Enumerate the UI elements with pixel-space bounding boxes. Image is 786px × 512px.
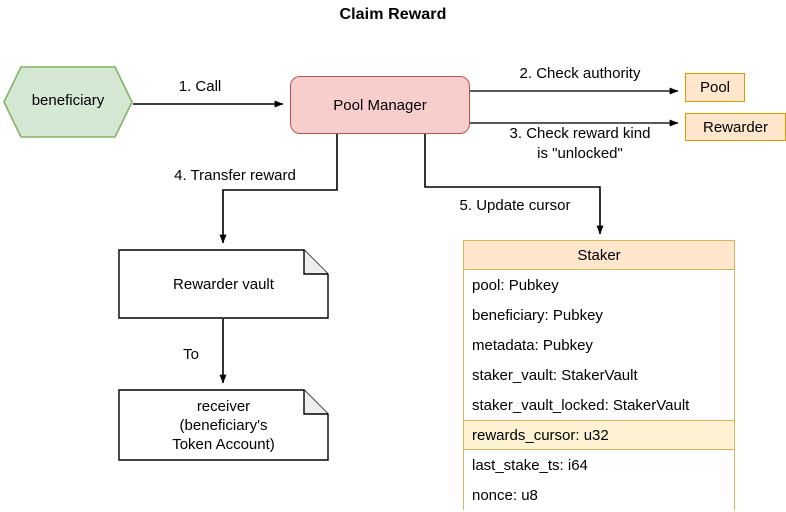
edge-label-transfer-reward: 4. Transfer reward — [174, 167, 296, 184]
table-row[interactable]: staker_vault: StakerVault — [464, 360, 734, 390]
table-row[interactable]: nonce: u8 — [464, 480, 734, 510]
hexagon-shape — [3, 66, 133, 138]
page-title: Claim Reward — [339, 6, 447, 23]
table-row[interactable]: staker_vault_locked: StakerVault — [464, 390, 734, 420]
note-shape-rewarder-vault — [118, 249, 329, 319]
node-rewarder-label: Rewarder — [702, 118, 769, 136]
node-receiver-label: receiver (beneficiary's Token Account) — [172, 398, 275, 453]
node-pool[interactable]: Pool — [685, 73, 745, 102]
node-pool-manager[interactable]: Pool Manager — [290, 76, 470, 134]
edge-label-check-authority: 2. Check authority — [519, 65, 641, 82]
edge-label-check-reward-kind: 3. Check reward kind is "unlocked" — [509, 125, 651, 162]
staker-table-header: Staker — [464, 241, 734, 270]
node-beneficiary[interactable]: beneficiary — [3, 66, 133, 138]
edge-transfer-reward — [219, 134, 338, 244]
edge-label-call: 1. Call — [178, 78, 222, 95]
table-row[interactable]: metadata: Pubkey — [464, 330, 734, 360]
node-receiver[interactable]: receiver (beneficiary's Token Account) — [118, 389, 329, 461]
node-pool-label: Pool — [699, 79, 731, 96]
node-beneficiary-label: beneficiary — [31, 92, 105, 109]
edge-label-update-cursor: 5. Update cursor — [459, 197, 571, 214]
edge-label-to: To — [183, 346, 199, 363]
node-rewarder-vault[interactable]: Rewarder vault — [118, 249, 329, 319]
staker-table[interactable]: Staker pool: Pubkey beneficiary: Pubkey … — [463, 240, 735, 510]
table-row[interactable]: beneficiary: Pubkey — [464, 300, 734, 330]
note-shape-receiver — [118, 389, 329, 461]
node-rewarder-vault-label: Rewarder vault — [173, 276, 274, 293]
node-rewarder[interactable]: Rewarder — [685, 113, 786, 141]
node-pool-manager-label: Pool Manager — [333, 96, 427, 114]
table-row[interactable]: last_stake_ts: i64 — [464, 450, 734, 480]
table-row[interactable]: pool: Pubkey — [464, 270, 734, 300]
table-row-highlighted[interactable]: rewards_cursor: u32 — [464, 420, 734, 450]
